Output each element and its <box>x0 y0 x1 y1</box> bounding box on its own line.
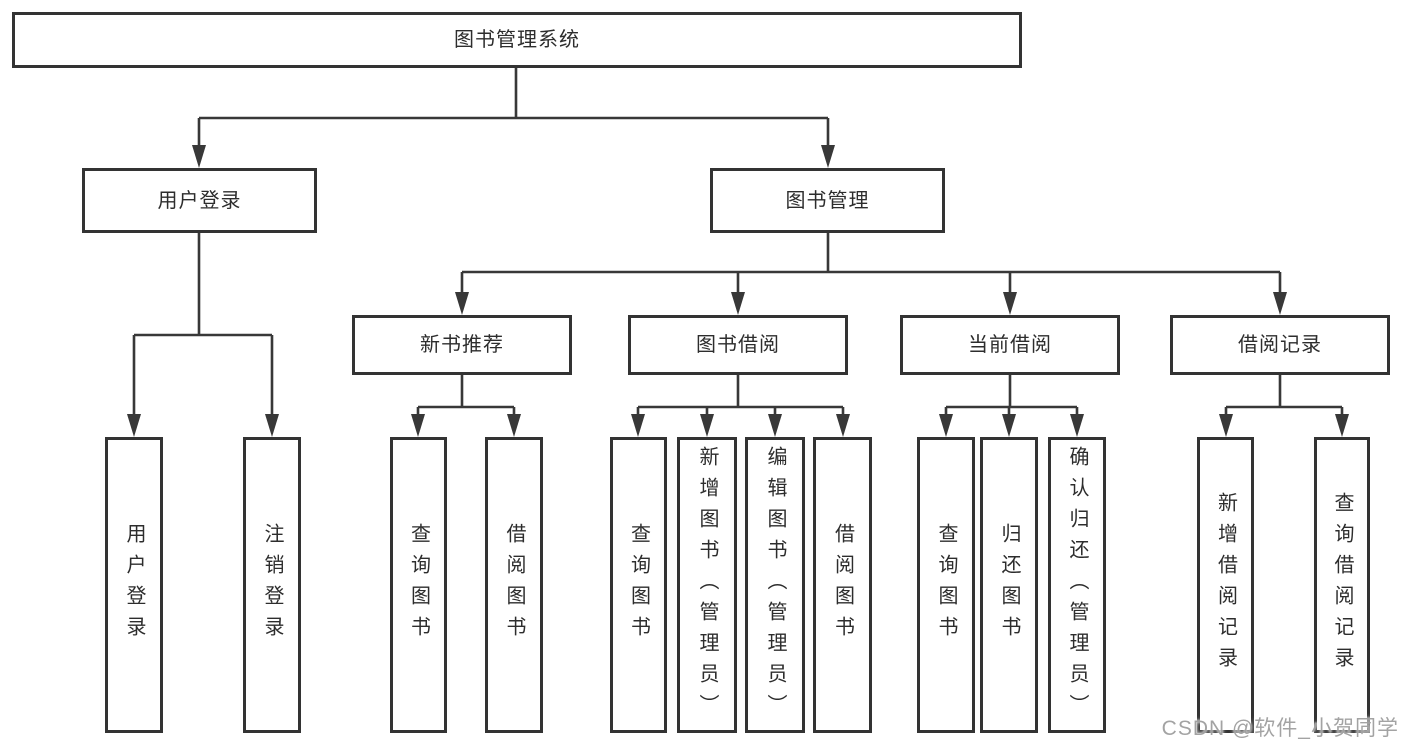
node-label: 图书管理 <box>785 189 870 212</box>
connector-root-to-level1 <box>192 68 835 168</box>
node-label: 图书借阅 <box>696 334 780 356</box>
leaf-add-borrow-record: 新增借阅记录 <box>1197 437 1254 733</box>
leaf-query-books-recommend: 查询图书 <box>390 437 447 733</box>
leaf-return-books: 归还图书 <box>980 437 1038 733</box>
node-borrow-records: 借阅记录 <box>1170 315 1390 375</box>
arrow-down-icon <box>192 145 206 168</box>
node-new-book-recommend: 新书推荐 <box>352 315 572 375</box>
leaf-borrow-books-recommend: 借阅图书 <box>485 437 543 733</box>
node-user-login: 用户登录 <box>82 168 317 233</box>
node-label: 用户登录 <box>157 189 242 212</box>
node-label: 新书推荐 <box>420 334 504 356</box>
leaf-label: 注销登录 <box>261 523 283 647</box>
node-label: 当前借阅 <box>968 334 1052 356</box>
arrow-down-icon <box>455 292 469 315</box>
leaf-edit-books-admin: 编辑图书（管理员） <box>745 437 805 733</box>
leaf-add-books-admin: 新增图书（管理员） <box>677 437 737 733</box>
leaf-label: 查询图书 <box>935 523 957 647</box>
arrow-down-icon <box>939 414 953 437</box>
arrow-down-icon <box>265 414 279 437</box>
connector-newbook-to-leaves <box>411 375 521 437</box>
node-library-system: 图书管理系统 <box>12 12 1022 68</box>
node-label: 借阅记录 <box>1238 334 1322 356</box>
node-current-borrow: 当前借阅 <box>900 315 1120 375</box>
connector-userlogin-to-leaves <box>127 233 279 437</box>
csdn-watermark: CSDN @软件_小贺同学 <box>1161 717 1399 740</box>
arrow-down-icon <box>1219 414 1233 437</box>
arrow-down-icon <box>1003 292 1017 315</box>
leaf-query-books-borrow: 查询图书 <box>610 437 667 733</box>
arrow-down-icon <box>1273 292 1287 315</box>
node-book-management: 图书管理 <box>710 168 945 233</box>
leaf-label: 用户登录 <box>123 523 145 647</box>
leaf-label: 编辑图书（管理员） <box>764 445 786 725</box>
leaf-label: 归还图书 <box>998 523 1020 647</box>
arrow-down-icon <box>127 414 141 437</box>
leaf-label: 确认归还（管理员） <box>1066 445 1088 725</box>
arrow-down-icon <box>1070 414 1084 437</box>
leaf-label: 新增图书（管理员） <box>696 445 718 725</box>
node-label: 图书管理系统 <box>454 29 580 51</box>
leaf-label: 查询图书 <box>627 523 650 647</box>
leaf-logout: 注销登录 <box>243 437 301 733</box>
leaf-label: 借阅图书 <box>831 523 854 647</box>
leaf-label: 查询图书 <box>407 523 430 647</box>
arrow-down-icon <box>631 414 645 437</box>
leaf-query-books-current: 查询图书 <box>917 437 975 733</box>
leaf-confirm-return-admin: 确认归还（管理员） <box>1048 437 1106 733</box>
leaf-label: 新增借阅记录 <box>1214 492 1237 678</box>
arrow-down-icon <box>700 414 714 437</box>
connector-bookborrow-to-leaves <box>631 375 850 437</box>
leaf-label: 借阅图书 <box>503 523 525 647</box>
arrow-down-icon <box>821 145 835 168</box>
arrow-down-icon <box>836 414 850 437</box>
node-book-borrow: 图书借阅 <box>628 315 848 375</box>
arrow-down-icon <box>1335 414 1349 437</box>
connector-borrowrecords-to-leaves <box>1219 375 1349 437</box>
connector-bookmgmt-to-level2 <box>455 233 1287 315</box>
arrow-down-icon <box>411 414 425 437</box>
arrow-down-icon <box>1002 414 1016 437</box>
arrow-down-icon <box>507 414 521 437</box>
arrow-down-icon <box>731 292 745 315</box>
leaf-user-login: 用户登录 <box>105 437 163 733</box>
leaf-label: 查询借阅记录 <box>1331 492 1353 678</box>
arrow-down-icon <box>768 414 782 437</box>
leaf-borrow-books: 借阅图书 <box>813 437 872 733</box>
connector-currentborrow-to-leaves <box>939 375 1084 437</box>
leaf-query-borrow-record: 查询借阅记录 <box>1314 437 1370 733</box>
